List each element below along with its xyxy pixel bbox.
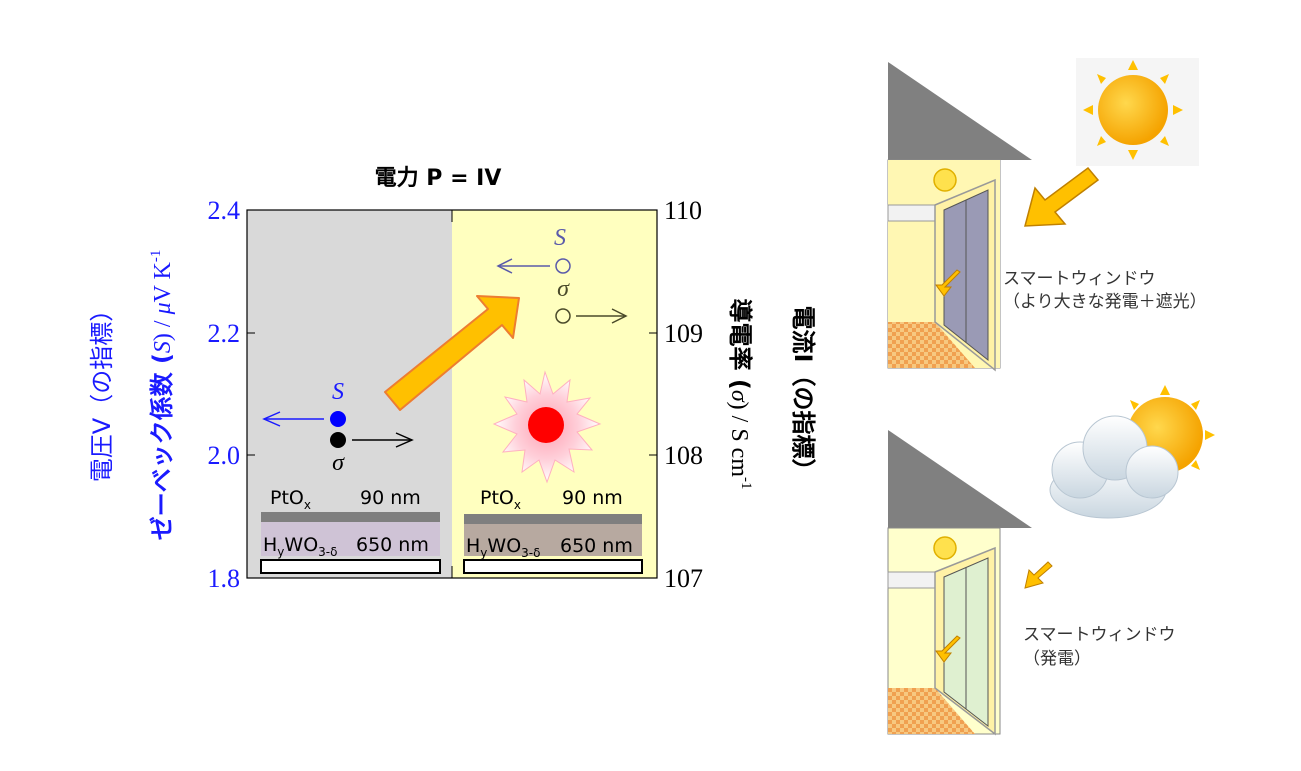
hwo-layer [464,524,642,556]
left-tick-label: 2.0 [208,441,241,470]
layer-stack-left: PtOx 90 nm HyWO3-δ 650 nm [260,487,441,574]
window-bottom-label-line2: （発電） [1023,649,1091,669]
pto-layer [261,512,440,522]
house-top [887,62,1032,372]
s-marker-filled [330,411,346,427]
floor-icon [888,688,975,734]
hwo-label: HyWO3-δ [263,534,337,559]
red-dot [528,407,564,443]
left-axis-label-line1: 電圧V（の指標） [88,298,116,482]
sigma-right-arrow [352,432,414,448]
pto-thickness: 90 nm [562,487,623,509]
substrate-layer [260,559,441,574]
air-conditioner-icon [887,571,936,589]
cloud-icon [1049,415,1179,519]
sunlight-arrow [1024,166,1100,227]
pto-label: PtOx [480,487,521,512]
sigma-marker-open [555,308,571,324]
sigma-marker-filled [330,432,346,448]
right-axis-label-line2: 導電率 (σ) / S cm-1 [726,299,754,490]
substrate-layer [463,559,643,574]
air-conditioner-icon [887,204,936,222]
house-bottom [887,430,1032,736]
sun-rays [1130,385,1215,470]
s-marker-label-right: S [554,225,566,251]
sun-rays [1083,60,1183,160]
s-left-arrow-right-panel [496,258,550,274]
sigma-right-arrow-right-panel [576,308,628,324]
sigma-marker-label: σ [332,450,345,476]
left-axis-label-line2: ゼーベック係数 (S) / μV K-1 [148,250,176,541]
left-axis-ticks [247,209,657,579]
left-tick-label: 2.2 [208,319,241,348]
s-left-arrow [262,411,324,427]
small-sunlight-arrow [1024,561,1053,589]
left-tick-label: 2.4 [208,196,241,225]
chart-title: 電力 P = IV [375,166,502,191]
inner-arrow-icon [935,269,961,297]
roof-icon [888,62,1032,160]
roof-icon [888,430,1032,528]
hwo-thickness: 650 nm [356,534,429,556]
window-bottom-label-line1: スマートウィンドウ [1023,625,1176,645]
s-marker-open [555,258,571,274]
right-axis-label-line1: 電流I（の指標） [789,306,817,483]
hwo-layer [261,522,440,556]
pto-label: PtOx [270,487,311,512]
window-top-label-line1: スマートウィンドウ [1003,269,1156,289]
sun-icon [1098,75,1168,145]
increase-arrow [384,295,520,411]
floor-icon [888,322,975,368]
sun-top [1076,58,1199,166]
light-bulb-icon [933,536,957,560]
hwo-label: HyWO3-δ [466,535,540,560]
window-top-label-line2: （より大きな発電＋遮光） [1003,292,1207,312]
hwo-thickness: 650 nm [560,535,633,557]
s-marker-label: S [332,379,344,405]
left-tick-label: 1.8 [208,564,241,593]
light-bulb-icon [933,168,957,192]
right-tick-label: 108 [664,441,703,470]
inner-arrow-icon [935,635,961,663]
right-tick-label: 107 [664,564,703,593]
right-tick-label: 110 [664,196,702,225]
pto-layer [464,514,642,524]
right-tick-label: 109 [664,319,703,348]
layer-stack-right: PtOx 90 nm HyWO3-δ 650 nm [463,487,643,574]
pto-thickness: 90 nm [360,487,421,509]
sigma-marker-label-right: σ [557,276,570,302]
